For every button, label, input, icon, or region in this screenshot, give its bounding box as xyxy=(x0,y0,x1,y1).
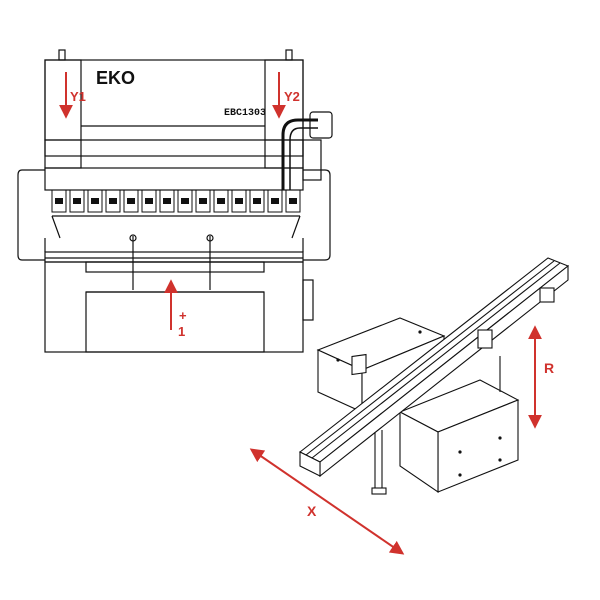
brand-logo: EKO xyxy=(96,68,135,88)
model-label: EBC1303 xyxy=(224,108,266,119)
axis-1-plus-label: + xyxy=(179,308,187,323)
press-brake-front-view xyxy=(17,49,333,353)
axis-1-label: 1 xyxy=(178,324,185,339)
y2-label: Y2 xyxy=(284,89,300,104)
x-label: X xyxy=(307,503,317,519)
axis-arrows xyxy=(59,72,542,555)
backgauge-isometric-view xyxy=(298,257,570,495)
r-label: R xyxy=(544,360,554,376)
x-arrow xyxy=(249,448,405,555)
y1-label: Y1 xyxy=(70,89,86,104)
